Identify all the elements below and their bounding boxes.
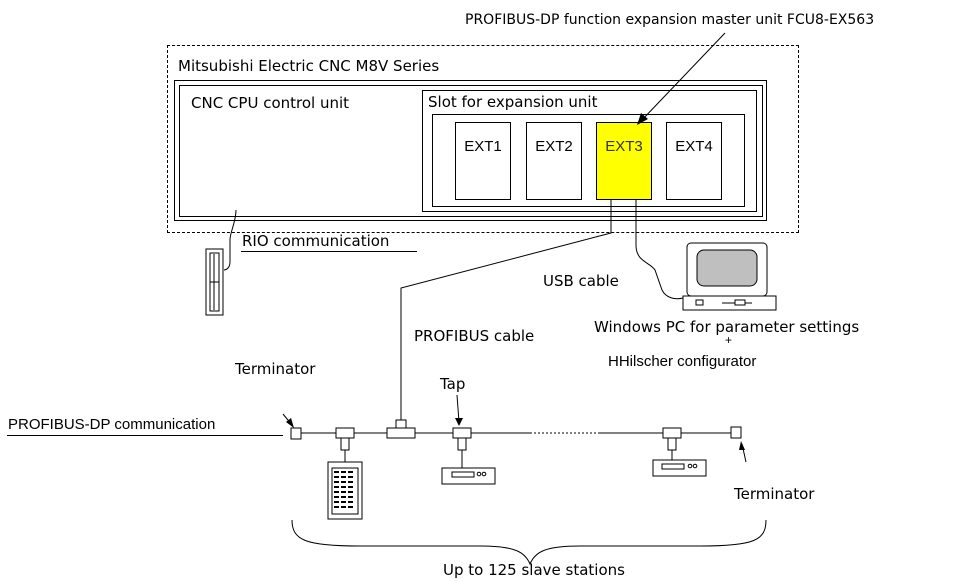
profibus-cable-line bbox=[400, 200, 612, 420]
usb-cable-line bbox=[635, 200, 684, 300]
rio-label-underline bbox=[241, 251, 417, 252]
expansion-slot-inner-box bbox=[432, 114, 745, 207]
slot-ext3-highlighted: EXT3 bbox=[596, 122, 652, 200]
slot-ext2-label: EXT2 bbox=[535, 138, 573, 155]
expansion-slot-box bbox=[422, 90, 757, 212]
cnc-series-frame bbox=[167, 45, 799, 233]
cpu-unit-label: CNC CPU control unit bbox=[191, 94, 350, 112]
title-arrow-line bbox=[640, 32, 726, 122]
terminator-right-label: Terminator bbox=[734, 485, 815, 503]
cnc-unit-outline bbox=[174, 80, 767, 221]
terminator-right-icon bbox=[730, 426, 742, 439]
slave-stations-label: Up to 125 slave stations bbox=[443, 561, 625, 579]
rio-label: RIO communication bbox=[242, 232, 390, 250]
slot-ext1-label: EXT1 bbox=[464, 138, 502, 155]
slot-ext4: EXT4 bbox=[666, 122, 722, 200]
slot-ext4-label: EXT4 bbox=[675, 138, 713, 155]
pc-label-line2: HHilscher configurator bbox=[608, 353, 757, 370]
tap-1-icon bbox=[335, 427, 355, 462]
rio-device-icon bbox=[205, 248, 224, 316]
slot-ext1: EXT1 bbox=[455, 122, 511, 200]
pc-icon bbox=[682, 242, 777, 311]
slave-device-flat-2-icon bbox=[652, 459, 707, 477]
rio-cable-line bbox=[223, 209, 237, 271]
diagram-title: PROFIBUS-DP function expansion master un… bbox=[465, 12, 875, 28]
pc-label-plus: + bbox=[725, 333, 733, 347]
dp-communication-label: PROFIBUS-DP communication bbox=[8, 416, 216, 433]
title-arrow-head bbox=[637, 113, 648, 125]
tap-3-icon bbox=[662, 427, 682, 460]
cnc-series-label: Mitsubishi Electric CNC M8V Series bbox=[178, 57, 440, 75]
tap-2-icon bbox=[452, 427, 472, 468]
slave-device-flat-icon bbox=[441, 467, 496, 485]
pc-label-line1: Windows PC for parameter settings bbox=[594, 318, 860, 336]
terminator-left-icon bbox=[290, 427, 302, 440]
slave-stations-brace bbox=[291, 519, 767, 566]
terminator-left-label: Terminator bbox=[235, 360, 316, 378]
slot-ext2: EXT2 bbox=[526, 122, 582, 200]
usb-cable-label: USB cable bbox=[543, 272, 619, 290]
expansion-slot-label: Slot for expansion unit bbox=[428, 93, 598, 111]
tap-cable-junction-icon bbox=[386, 419, 416, 439]
cpu-control-unit-box bbox=[179, 85, 763, 217]
tap-label: Tap bbox=[440, 375, 466, 393]
profibus-cable-label: PROFIBUS cable bbox=[414, 327, 535, 345]
slot-ext3-label: EXT3 bbox=[605, 138, 643, 155]
slave-device-io-icon bbox=[327, 461, 363, 520]
dp-label-underline bbox=[7, 435, 283, 436]
